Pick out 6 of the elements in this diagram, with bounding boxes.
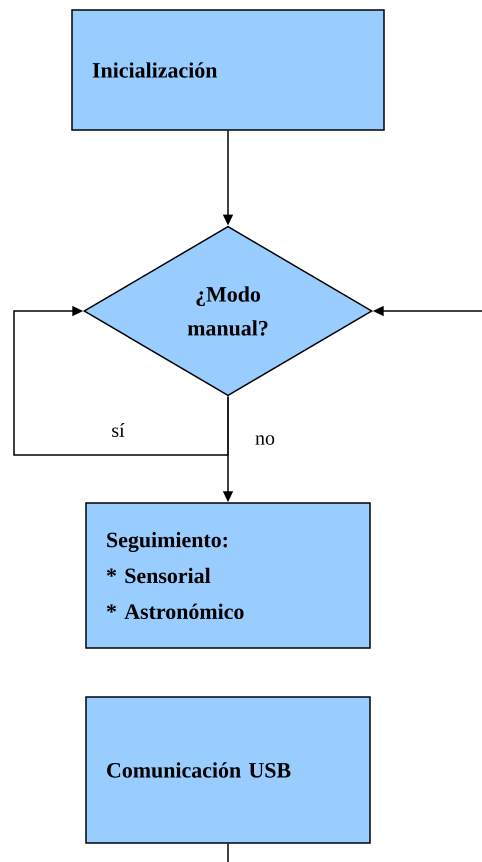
process-box: Seguimiento: * Sensorial * Astronómico xyxy=(85,502,371,649)
process-box: Comunicación USB xyxy=(85,696,371,844)
edge-label: no xyxy=(254,434,276,446)
edge-label: sí xyxy=(110,422,126,438)
arrow xyxy=(13,306,229,456)
process-box: Inicialización xyxy=(71,9,385,131)
